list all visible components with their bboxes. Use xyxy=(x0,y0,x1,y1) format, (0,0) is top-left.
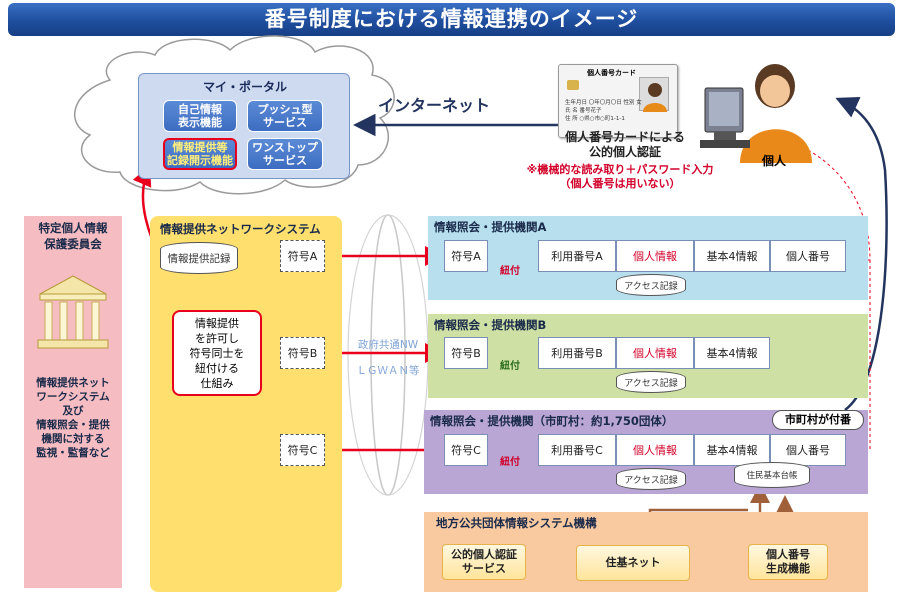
org-b-code: 符号B xyxy=(444,337,488,369)
person-at-computer-icon xyxy=(700,64,812,163)
id-card: 個人番号カード 生年月日 〇年〇月〇日 性別 女氏 名 番号花子住 所 ○県○市… xyxy=(558,64,678,138)
org-b-access-log: アクセス記録 xyxy=(616,371,686,393)
portrait-icon xyxy=(639,77,669,112)
code-a-hub: 符号A xyxy=(280,240,325,272)
commission-desc: 情報提供ネットワークシステム及び 情報照会・提供機関に対する監視・監督など xyxy=(36,377,110,459)
org-b-personal-info: 個人情報 xyxy=(616,337,694,369)
portal-tile-push[interactable]: プッシュ型サービス xyxy=(247,100,323,132)
card-title: 個人番号カード xyxy=(587,69,636,77)
org-a-personal-info: 個人情報 xyxy=(616,240,694,272)
portal-tile-record-disclosure[interactable]: 情報提供等記録開示機能 xyxy=(163,138,237,170)
network-system-title: 情報提供ネットワークシステム xyxy=(160,222,321,236)
person-label: 個人 xyxy=(762,154,787,168)
org-c-code: 符号C xyxy=(444,434,488,466)
org-b-link: 紐付 xyxy=(500,361,520,372)
org-b-basic-info: 基本4情報 xyxy=(694,337,770,369)
linking-mechanism: 情報提供を許可し符号同士を 紐付ける仕組み xyxy=(172,310,262,396)
card-lines: 生年月日 〇年〇月〇日 性別 女氏 名 番号花子住 所 ○県○市○町1-1-1 xyxy=(565,100,642,122)
portal-tile-one-stop[interactable]: ワンストップサービス xyxy=(247,138,323,170)
org-c-personal-number: 個人番号 xyxy=(770,434,846,466)
municipality-assigns-badge: 市町村が付番 xyxy=(772,410,864,430)
commission-panel: 特定個人情報保護委員会 情報提供ネットワークシステム及び 情報照会・提供機関に対… xyxy=(24,216,122,588)
auth-note: ※機械的な読み取り＋パスワード入力（個人番号は用いない） xyxy=(526,163,714,190)
code-b-hub: 符号B xyxy=(280,337,325,369)
org-c-usage-number: 利用番号C xyxy=(538,434,616,466)
org-c-access-log: アクセス記録 xyxy=(616,468,686,490)
juki-net: 住基ネット xyxy=(576,545,690,581)
my-portal-panel: マイ・ポータル 自己情報表示機能 プッシュ型サービス 情報提供等記録開示機能 ワ… xyxy=(138,73,350,179)
my-portal-label: マイ・ポータル xyxy=(202,80,287,94)
network-system-panel: 情報提供ネットワークシステム xyxy=(150,216,342,592)
org-c-link: 紐付 xyxy=(500,457,520,468)
provision-record-db: 情報提供記録 xyxy=(160,242,238,274)
public-auth-service: 公的個人認証サービス xyxy=(442,544,526,580)
internet-label: インターネット xyxy=(378,96,491,115)
org-a-title: 情報照会・提供機関A xyxy=(434,220,547,234)
auth-label: 個人番号カードによる公的個人認証 xyxy=(565,130,685,159)
page-title: 番号制度における情報連携のイメージ xyxy=(8,3,895,36)
org-a-link: 紐付 xyxy=(500,266,520,277)
chip-icon xyxy=(567,80,579,90)
building-icon xyxy=(37,275,109,349)
org-a-personal-number: 個人番号 xyxy=(770,240,846,272)
org-a-basic-info: 基本4情報 xyxy=(694,240,770,272)
portal-tile-self-info[interactable]: 自己情報表示機能 xyxy=(163,100,237,132)
org-c-basic-info: 基本4情報 xyxy=(694,434,770,466)
resident-registry-db: 住民基本台帳 xyxy=(734,462,810,488)
org-a-code: 符号A xyxy=(444,240,488,272)
code-c-hub: 符号C xyxy=(280,434,325,466)
org-c-title: 情報照会・提供機関（市町村：約1,750団体） xyxy=(430,414,674,428)
org-b-title: 情報照会・提供機関B xyxy=(434,318,547,332)
org-c-personal-info: 個人情報 xyxy=(616,434,694,466)
number-generation: 個人番号生成機能 xyxy=(748,544,828,580)
org-a-usage-number: 利用番号A xyxy=(538,240,616,272)
org-b-usage-number: 利用番号B xyxy=(538,337,616,369)
local-system-title: 地方公共団体情報システム機構 xyxy=(436,516,597,530)
org-a-access-log: アクセス記録 xyxy=(616,274,686,296)
commission-title: 特定個人情報保護委員会 xyxy=(38,221,108,251)
